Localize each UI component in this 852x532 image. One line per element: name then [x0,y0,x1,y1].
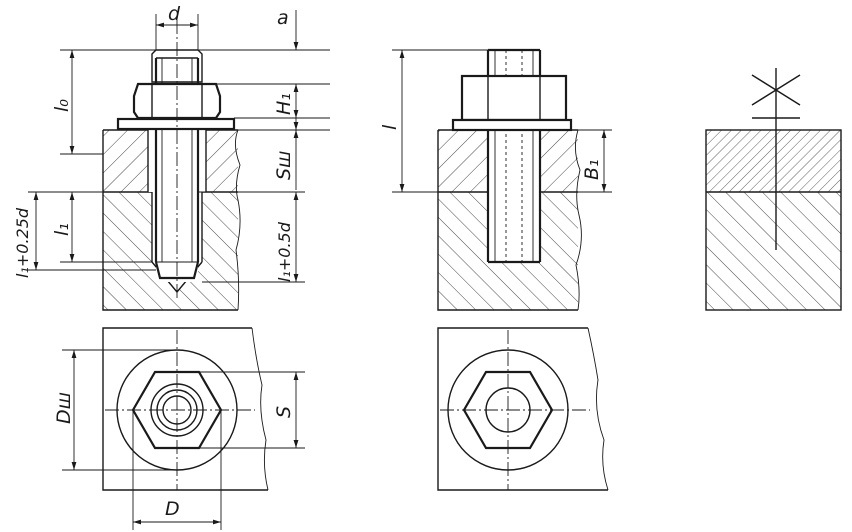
label-B1: B₁ [581,159,603,180]
label-D: D [165,498,180,520]
label-l1-0.25d: l₁+0.25d [13,207,32,278]
label-l: l [379,124,401,130]
view-4-dimensions: Dш S D [53,349,305,530]
view-5-top [437,327,609,491]
view-3-symbol [705,68,842,311]
view-4-top [102,327,269,491]
label-S: S [273,406,295,418]
label-d: d [168,3,181,25]
label-l1-0.5d: l₁+0.5d [275,221,294,282]
label-l0: l₀ [51,99,73,112]
label-H1: H₁ [273,93,295,115]
label-Dw: Dш [53,392,75,424]
label-a: a [277,7,289,29]
view-1-section [102,20,241,311]
view-2-dimensions: l B₁ [379,49,612,193]
view-1-dimensions: d a H₁ Sш l₁+0.5d l₀ l₁+0.25d l₁ [13,3,330,283]
view-2-section [437,48,582,311]
label-Sw: Sш [273,151,295,180]
label-l1: l₁ [51,223,73,236]
